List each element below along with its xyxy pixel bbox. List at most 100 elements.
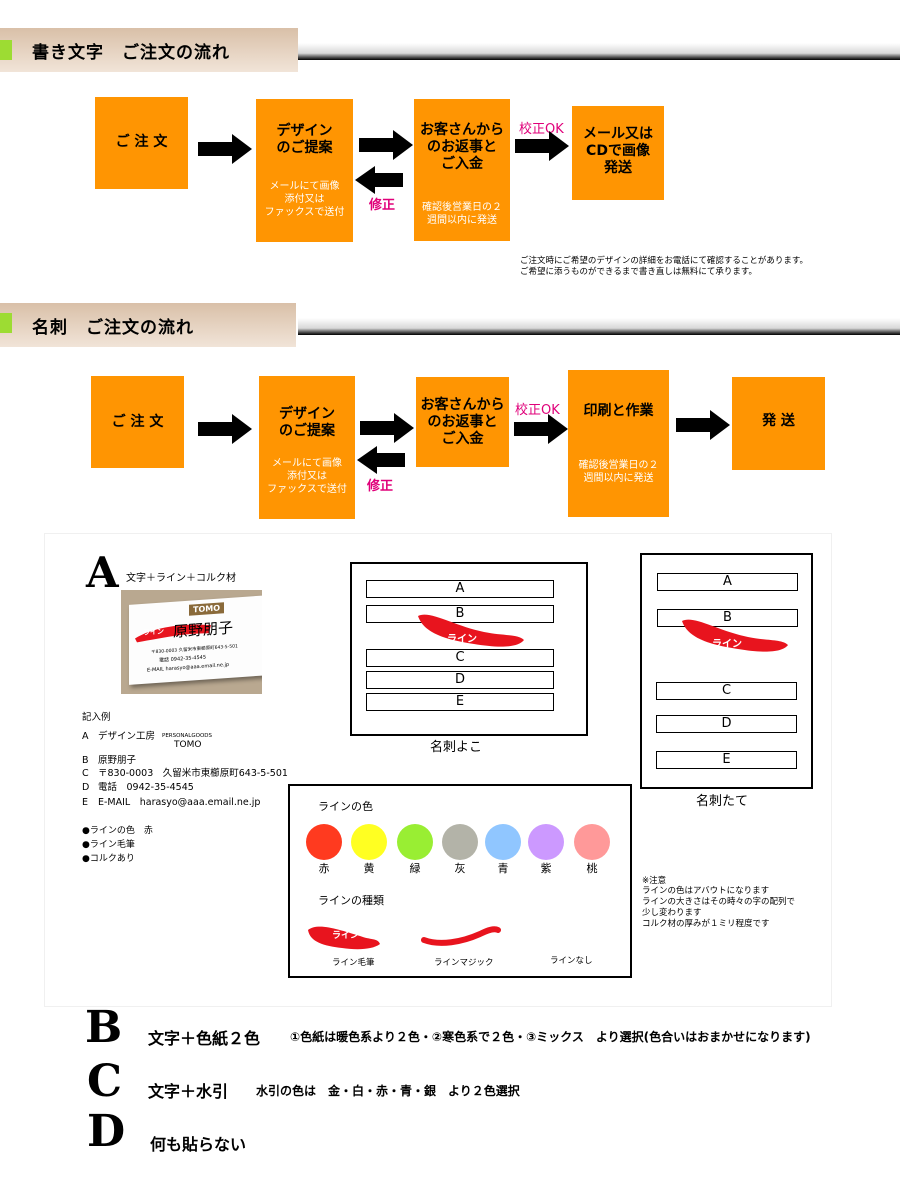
color-pink-label: 桃 <box>586 862 598 875</box>
record-d-key: D <box>82 782 90 793</box>
flow1-design-sub-3: ファックスで送付 <box>264 207 345 218</box>
line-type-marker-label: ラインマジック <box>434 958 494 968</box>
color-blue-swatch <box>485 824 521 860</box>
section2-rule <box>298 318 900 335</box>
record-d-value: 電話 0942-35-4545 <box>98 782 194 793</box>
record-c-value: 〒830-0003 久留米市東櫛原町643-5-501 <box>98 768 288 779</box>
notice-1: ※注意 <box>642 876 667 886</box>
card-yoko-label: 名刺よこ <box>430 740 483 755</box>
section1-marker <box>0 40 12 60</box>
flow2-reply-title-2: のお返事と <box>427 414 498 430</box>
flow1-note-2: ご希望に添うものができるまで書き直しは無料にて承ります。 <box>520 267 757 277</box>
example-a-caption: 文字＋ライン＋コルク材 <box>126 573 236 584</box>
card-photo-line-tag: ライン <box>143 627 164 637</box>
flow2-proof-ok: 校正OK <box>515 403 560 418</box>
record-b-value: 原野朋子 <box>98 755 137 766</box>
option-d-letter: D <box>87 1106 126 1157</box>
option-d-main: 何も貼らない <box>150 1135 247 1154</box>
card-photo: TOMO ライン 原野朋子 〒830-0003 久留米市東櫛原町643-5-50… <box>121 590 262 694</box>
flow2-design-sub-1: メールにて画像 <box>272 458 342 469</box>
card-yoko-slot-d: D <box>366 671 554 689</box>
flow1-arrow-back <box>355 166 403 194</box>
card-tate-brush-line <box>682 619 788 652</box>
flow1-reply-sub-2: 週間以内に発送 <box>427 215 497 226</box>
line-type-brush-label: ライン毛筆 <box>332 958 375 968</box>
color-gray-swatch <box>442 824 478 860</box>
card-tate-slot-c: C <box>656 682 797 700</box>
card-yoko-line-label: ライン <box>447 634 477 645</box>
card-tate: A B ライン C D E <box>640 553 813 789</box>
card-yoko: A B ライン C D E <box>350 562 588 736</box>
card-yoko-slot-c: C <box>366 649 554 667</box>
color-yellow-label: 黄 <box>363 862 375 875</box>
card-yoko-brush-line <box>418 614 524 647</box>
option-c-letter: C <box>87 1056 123 1107</box>
record-b-key: B <box>82 755 89 766</box>
section1-rule <box>298 43 900 60</box>
card-photo-brush-line <box>135 624 211 643</box>
option-b-sub: ①色紙は暖色系より２色・②寒色系で２色・③ミックス より選択(色合いはおまかせに… <box>290 1030 811 1044</box>
flow2-design-sub-2: 添付又は <box>287 471 327 482</box>
record-e-value: E-MAIL harasyo@aaa.email.ne.jp <box>98 797 261 808</box>
card-yoko-slot-e: E <box>366 693 554 711</box>
flow2-order-box: ご 注 文 <box>91 376 184 468</box>
card-tate-slot-e: E <box>656 751 797 769</box>
flow2-ship-label: 発 送 <box>762 413 795 429</box>
record-e-key: E <box>82 797 89 808</box>
bullet-line-color: ●ラインの色 赤 <box>82 826 153 836</box>
flow1-design-title-2: のご提案 <box>276 140 333 156</box>
example-frame <box>44 533 832 1007</box>
flow2-arrow-2 <box>360 413 414 443</box>
card-yoko-slot-b: B <box>366 605 554 623</box>
bullet-cork: ●コルクあり <box>82 854 135 864</box>
card-yoko-slot-a: A <box>366 580 554 598</box>
record-a-value: デザイン工房 <box>98 731 156 742</box>
card-tate-slot-a: A <box>657 573 798 591</box>
color-red-label: 赤 <box>318 862 330 875</box>
flow2-fix-label: 修正 <box>367 479 394 494</box>
flow2-print-box: 印刷と作業 確認後営業日の２ 週間以内に発送 <box>568 370 669 517</box>
color-pink-swatch <box>574 824 610 860</box>
flow1-order-box: ご 注 文 <box>95 97 188 189</box>
color-gray-label: 灰 <box>454 862 466 875</box>
flow1-reply-title-1: お客さんから <box>420 122 504 138</box>
line-color-title: ラインの色 <box>318 800 373 813</box>
record-personal-goods: PERSONALGOODS <box>162 733 213 739</box>
flow1-reply-title-3: ご入金 <box>441 156 483 172</box>
flow1-note-1: ご注文時にご希望のデザインの詳細をお電話にて確認することがあります。 <box>520 256 808 266</box>
flow2-arrow-1 <box>198 414 252 444</box>
color-yellow-swatch <box>351 824 387 860</box>
flow1-arrow-2 <box>359 130 413 160</box>
section2-title: 名刺 ご注文の流れ <box>32 318 194 338</box>
flow2-reply-title-3: ご入金 <box>441 431 484 447</box>
line-type-brush-tag: ライン <box>332 931 360 941</box>
card-photo-tel: 電話 0942-35-4545 <box>159 654 207 664</box>
color-purple-label: 紫 <box>540 862 552 875</box>
flow2-print-label: 印刷と作業 <box>583 403 654 419</box>
flow1-arrow-3 <box>515 131 569 161</box>
card-photo-name: 原野朋子 <box>173 618 234 641</box>
line-type-marker-icon <box>421 926 501 946</box>
option-c-sub: 水引の色は 金・白・赤・青・銀 より２色選択 <box>256 1084 520 1098</box>
notice-3: ラインの大きさはその時々の字の配列で <box>642 897 796 907</box>
color-green-swatch <box>397 824 433 860</box>
flow1-reply-box: お客さんから のお返事と ご入金 確認後営業日の２ 週間以内に発送 <box>414 99 510 241</box>
card-tate-label: 名刺たて <box>696 794 749 809</box>
flow2-design-title-1: デザイン <box>279 406 335 422</box>
card-photo-brand: TOMO <box>189 602 225 616</box>
flow1-fix-label: 修正 <box>369 198 396 213</box>
flow1-final-2: CDで画像 <box>586 143 650 159</box>
flow1-order-label: ご 注 文 <box>115 134 168 150</box>
color-red-swatch <box>306 824 342 860</box>
color-purple-swatch <box>528 824 564 860</box>
line-type-title: ラインの種類 <box>318 894 384 907</box>
line-options-panel: ラインの色 赤 黄 緑 灰 青 紫 桃 ラインの種類 ライン ライン毛筆 ライン… <box>288 784 632 978</box>
flow2-arrow-back <box>357 446 405 474</box>
section1-title: 書き文字 ご注文の流れ <box>32 43 230 63</box>
flow2-print-sub-2: 週間以内に発送 <box>583 473 654 484</box>
flow1-reply-sub-1: 確認後営業日の２ <box>422 202 502 213</box>
flow1-design-sub-1: メールにて画像 <box>269 181 340 192</box>
record-c-key: C <box>82 768 89 779</box>
notice-2: ラインの色はアバウトになります <box>642 886 770 896</box>
section2-marker <box>0 313 12 333</box>
